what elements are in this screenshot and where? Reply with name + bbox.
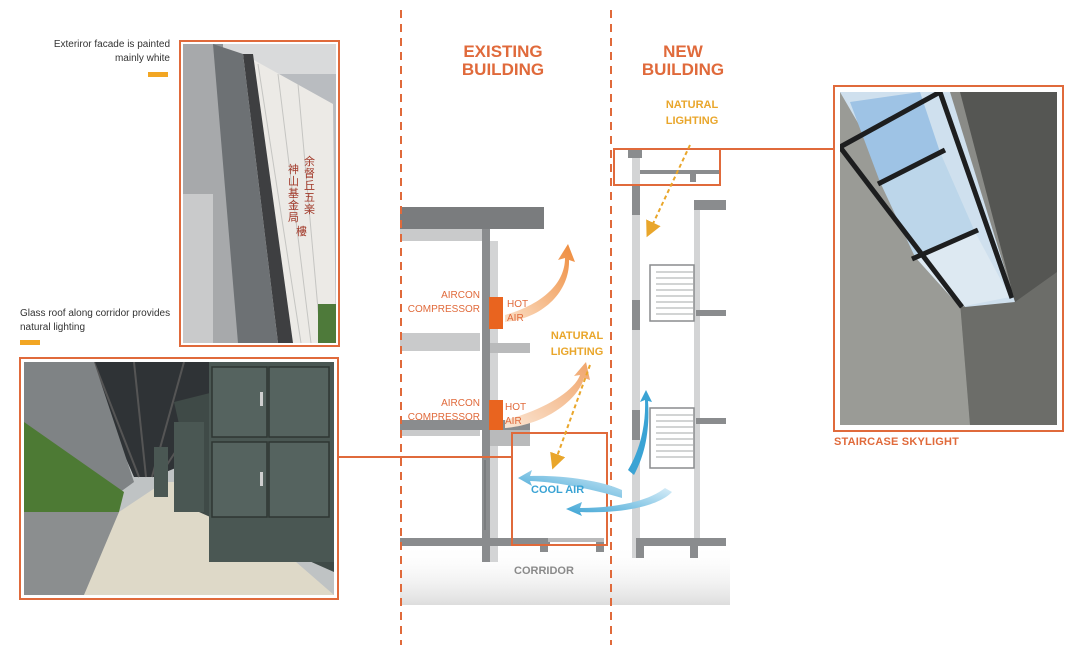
cool-air-arrow-lower [566, 488, 672, 516]
signage-char: 五 [304, 191, 315, 204]
new-building-heading-line2: BUILDING [642, 60, 724, 79]
cool-air-arrow-upper [518, 470, 622, 498]
natural-lighting-arrow-new [646, 144, 691, 238]
signage-char: 丘 [304, 179, 315, 192]
cool-air-arrow-rising [628, 390, 652, 475]
existing-building-heading-line2: BUILDING [462, 60, 544, 79]
facade-note-line1: Exteriror facade is painted [53, 39, 170, 50]
signage-char: 神 [288, 163, 299, 176]
signage-char: 金 [288, 199, 299, 212]
natural-lighting-label-top-line1: NATURAL [666, 99, 719, 111]
facade-photo-frame [179, 40, 340, 347]
natural-lighting-arrow-existing [550, 364, 591, 470]
aircon-compressor-lower [489, 400, 503, 430]
hot-air-arrow-lower [505, 362, 590, 428]
new-building-heading-line1: NEW [663, 42, 704, 61]
skylight-photo-drawing [840, 92, 1057, 425]
facade-note-line2: mainly white [114, 53, 170, 64]
signage-char: 督 [304, 167, 315, 180]
aircon-compressor-upper [489, 297, 503, 329]
corridor-photo-frame [19, 357, 339, 600]
facade-photo-drawing [183, 44, 336, 343]
corridor-floor-shade [400, 545, 730, 605]
signage-char: 余 [304, 155, 315, 168]
signage-char: 基 [288, 187, 299, 200]
signage-char: 樓 [296, 225, 307, 238]
facade-photo: 余 督 丘 五 楽 神 山 基 金 局 樓 [183, 44, 336, 343]
facade-note-swatch [148, 72, 168, 77]
aircon-label-lower-line1: AIRCON [441, 398, 480, 409]
hot-air-label-upper-line1: HOT [507, 299, 528, 310]
glass-roof-note: Glass roof along corridor provides natur… [20, 307, 190, 335]
skylight-photo [840, 92, 1057, 425]
existing-building-heading-line1: EXISTING [463, 42, 542, 61]
glass-roof-note-line2: natural lighting [20, 322, 86, 333]
staircase-skylight-label: STAIRCASE SKYLIGHT [834, 436, 960, 448]
signage-char: 楽 [304, 203, 315, 216]
hot-air-arrow-upper [505, 244, 575, 322]
hot-air-label-upper-line2: AIR [507, 313, 524, 324]
natural-lighting-label-mid-line2: LIGHTING [551, 346, 604, 358]
natural-lighting-label-top-line2: LIGHTING [666, 115, 719, 127]
new-building-section [628, 150, 726, 558]
aircon-label-upper-line2: COMPRESSOR [408, 304, 480, 315]
corridor-label: CORRIDOR [514, 565, 574, 577]
signage-char: 山 [288, 175, 299, 188]
hot-air-label-lower-line1: HOT [505, 402, 526, 413]
aircon-label-lower-line2: COMPRESSOR [408, 412, 480, 423]
natural-lighting-label-mid-line1: NATURAL [551, 330, 604, 342]
corridor-photo [24, 362, 334, 595]
skylight-callout-box [613, 148, 721, 186]
facade-note: Exteriror facade is painted mainly white [40, 38, 170, 66]
cool-air-label: COOL AIR [531, 484, 584, 496]
skylight-photo-frame [833, 85, 1064, 432]
glass-roof-note-swatch [20, 340, 40, 345]
aircon-label-upper-line1: AIRCON [441, 290, 480, 301]
corridor-photo-drawing [24, 362, 334, 595]
hot-air-label-lower-line2: AIR [505, 416, 522, 427]
signage-char: 局 [288, 211, 299, 224]
glass-roof-note-line1: Glass roof along corridor provides [20, 308, 171, 319]
